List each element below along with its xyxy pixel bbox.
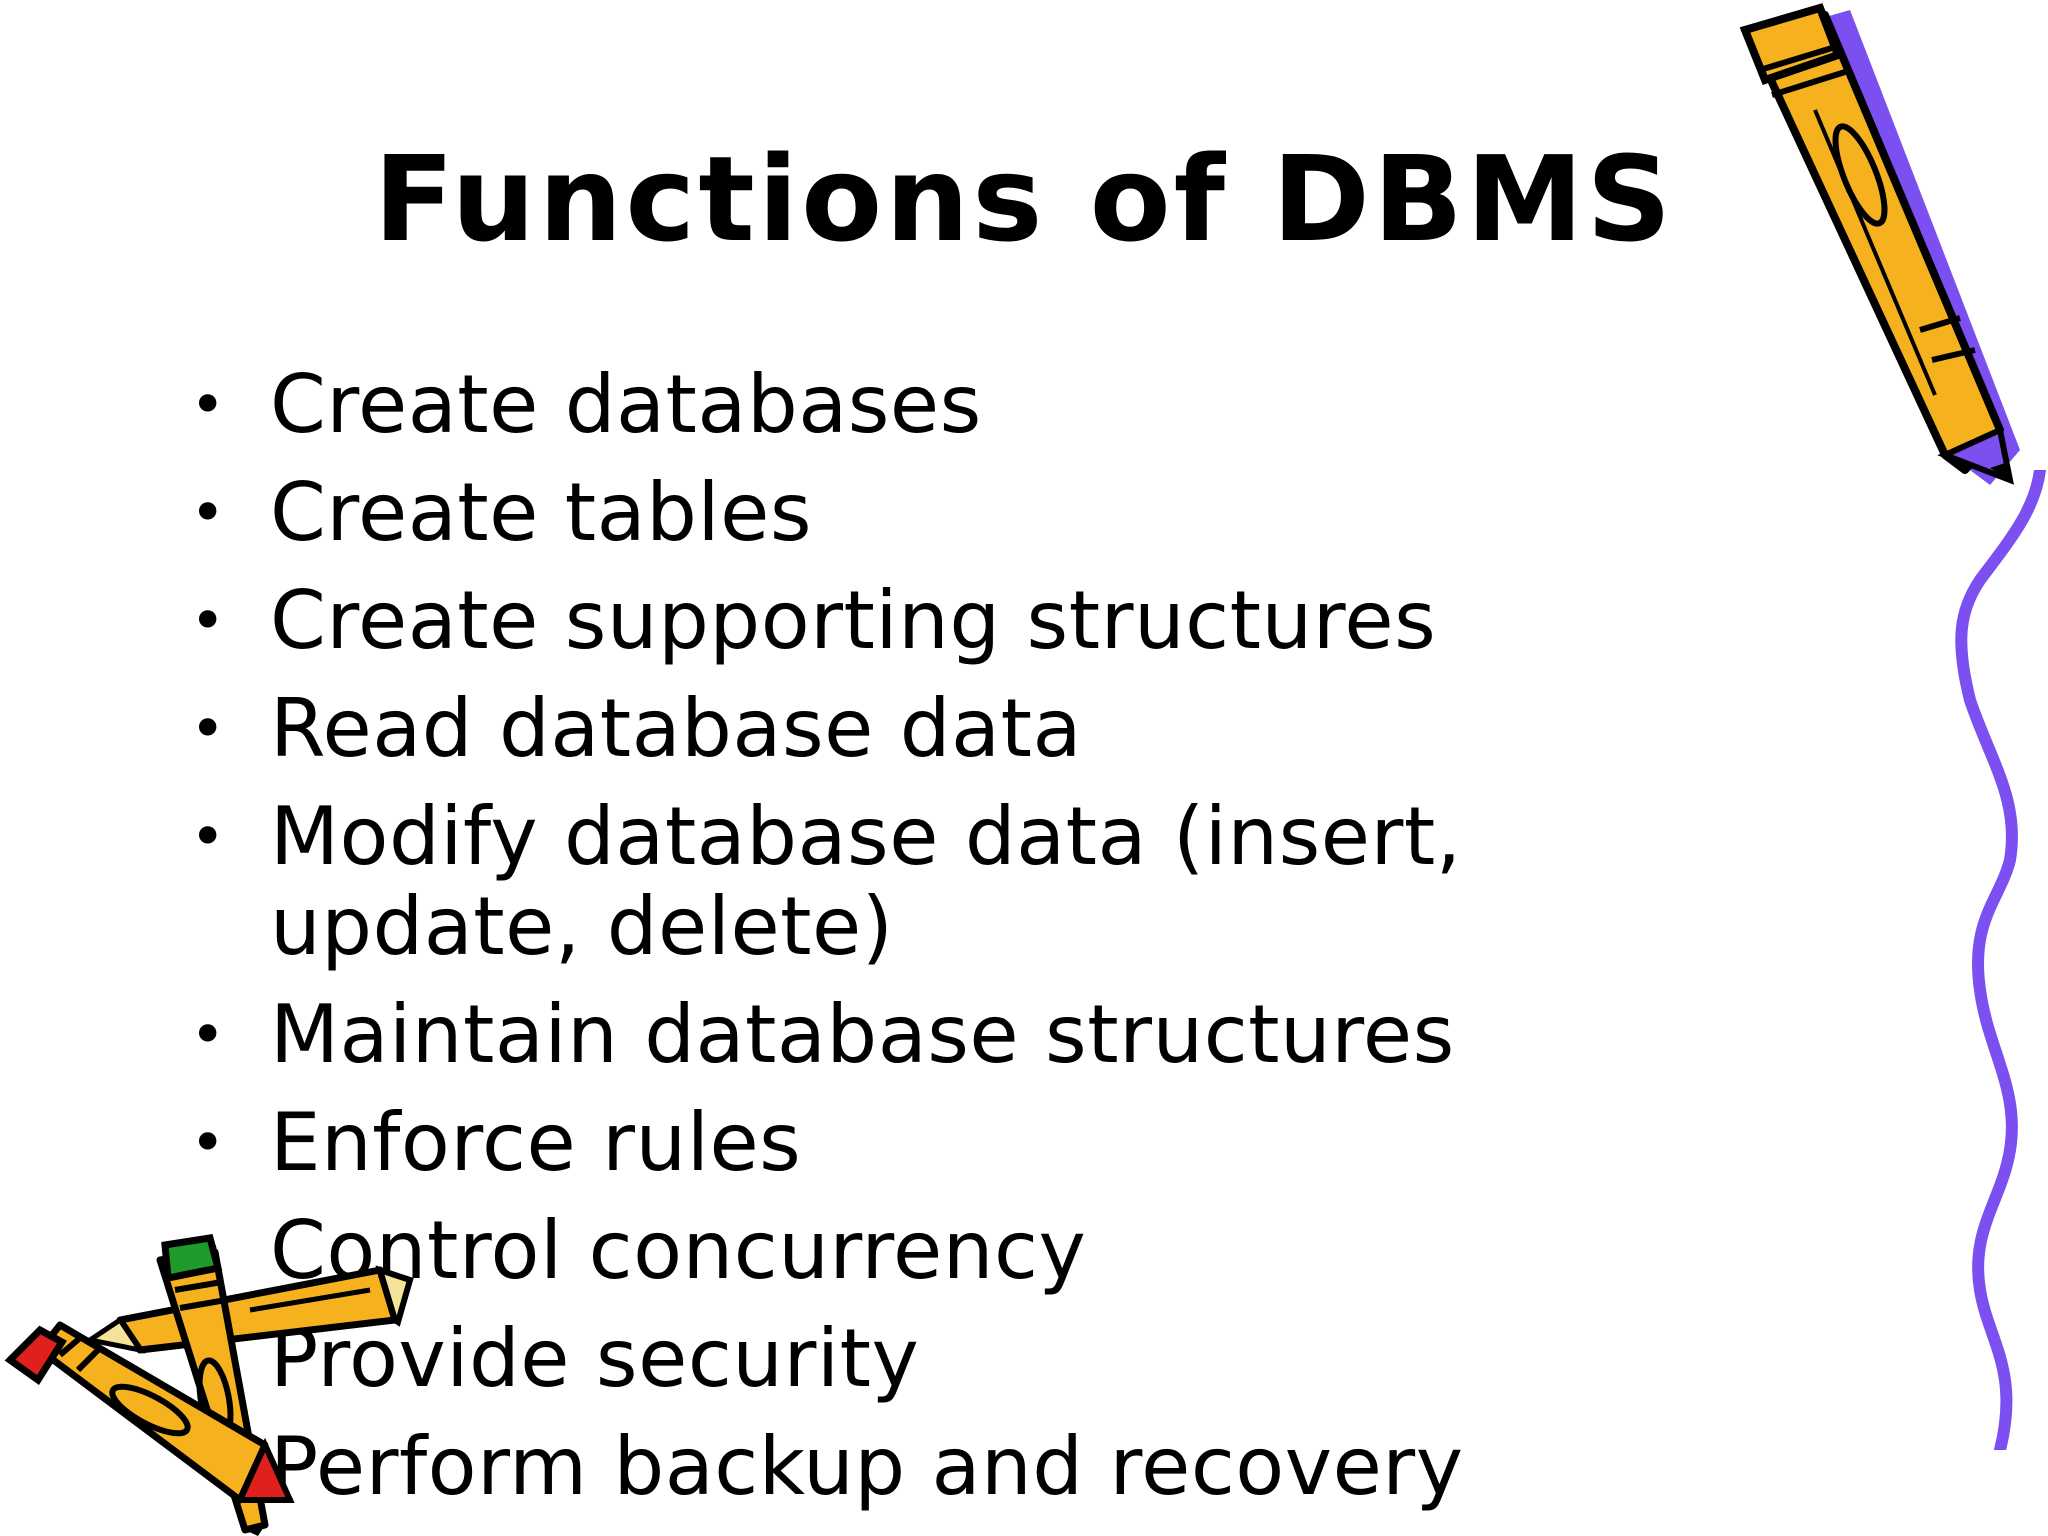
bullet-icon: • <box>190 1108 226 1178</box>
list-item-text: Enforce rules <box>270 1096 802 1189</box>
list-item: • Modify database data (insert, update, … <box>190 792 1750 972</box>
pencil-icon <box>1739 3 2020 485</box>
list-item: • Provide security <box>190 1314 1750 1404</box>
bullet-icon: • <box>190 694 226 764</box>
list-item: • Create supporting structures <box>190 576 1750 666</box>
list-item: • Control concurrency <box>190 1206 1750 1296</box>
list-item-text: Modify database data (insert, update, de… <box>270 790 1462 973</box>
squiggle-line-icon <box>1955 470 2046 1450</box>
bullet-list: • Create databases • Create tables • Cre… <box>190 360 1750 1530</box>
list-item-text: Create supporting structures <box>270 574 1437 667</box>
list-item: • Enforce rules <box>190 1098 1750 1188</box>
list-item-text: Provide security <box>270 1312 920 1405</box>
list-item: • Maintain database structures <box>190 990 1750 1080</box>
bullet-icon: • <box>190 802 226 872</box>
list-item-text: Create tables <box>270 466 813 559</box>
list-item-text: Create databases <box>270 358 982 451</box>
list-item: • Perform backup and recovery <box>190 1422 1750 1512</box>
bullet-icon: • <box>190 1000 226 1070</box>
list-item: • Create tables <box>190 468 1750 558</box>
list-item-text: Read database data <box>270 682 1082 775</box>
bullet-icon: • <box>190 370 226 440</box>
pencils-icon <box>4 1234 414 1536</box>
list-item: • Read database data <box>190 684 1750 774</box>
slide-title: Functions of DBMS <box>373 130 1675 268</box>
bullet-icon: • <box>190 478 226 548</box>
list-item-text: Perform backup and recovery <box>270 1420 1464 1513</box>
list-item: • Create databases <box>190 360 1750 450</box>
list-item-text: Maintain database structures <box>270 988 1455 1081</box>
bullet-icon: • <box>190 586 226 656</box>
